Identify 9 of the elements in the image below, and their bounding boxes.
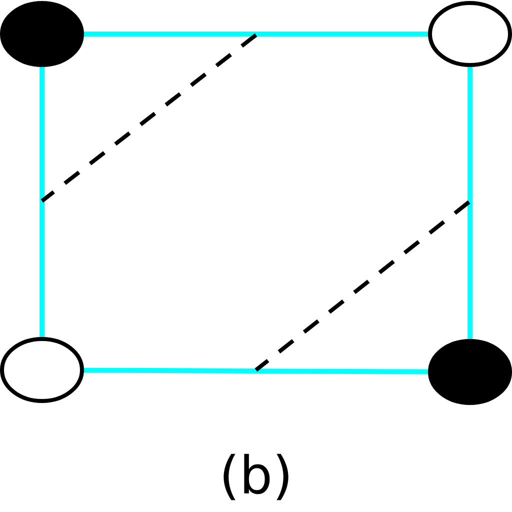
connector-line: [84, 368, 428, 374]
hollow-ellipse: [428, 1, 512, 67]
connector-line: [84, 32, 428, 36]
connector-line: [40, 67, 44, 337]
connector-line: [468, 67, 472, 339]
caption: (b): [224, 454, 288, 500]
filled-ellipse: [428, 339, 512, 405]
filled-ellipse: [0, 1, 84, 67]
hollow-ellipse: [0, 337, 84, 403]
